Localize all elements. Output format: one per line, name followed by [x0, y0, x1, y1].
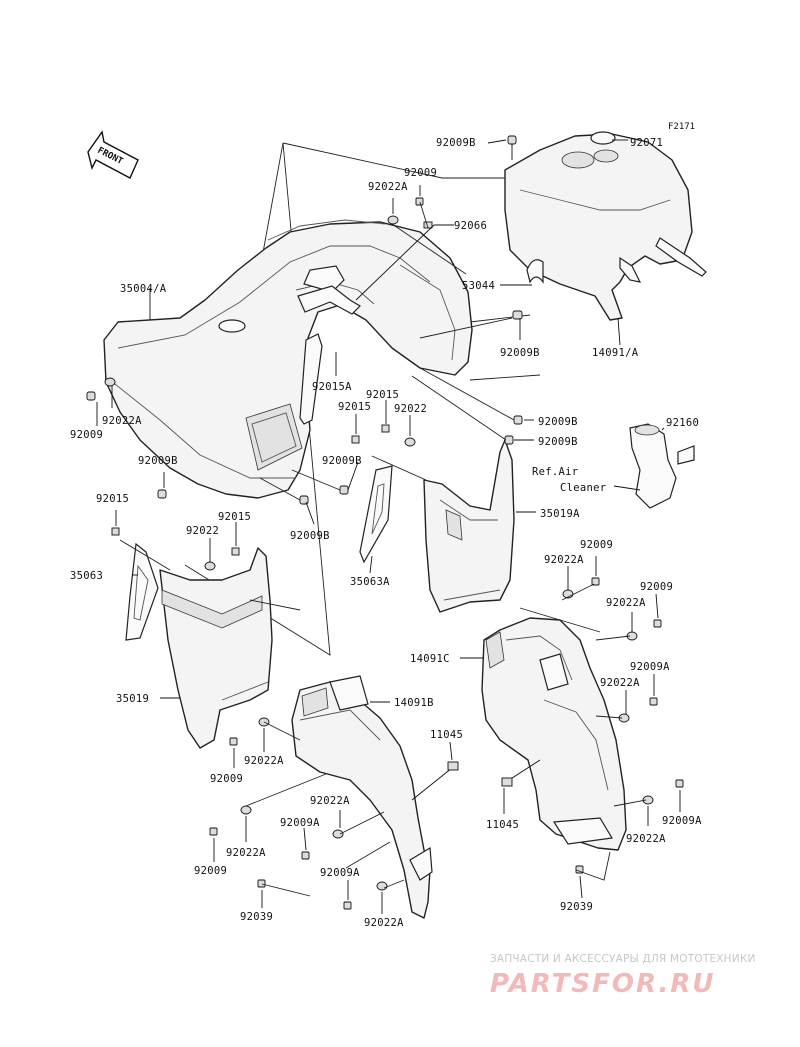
callout-92022a: 92022A [544, 554, 584, 566]
side-panel-35019 [159, 547, 273, 749]
cover-14091a [504, 131, 707, 321]
callout-14091a: 14091/A [592, 347, 639, 359]
callout-92022: 92022 [186, 525, 219, 537]
callout-92039: 92039 [240, 911, 273, 923]
callout-labels: 92009B 92071 92009 92022A 92066 35004/A … [70, 137, 702, 929]
callout-35019: 35019 [116, 693, 149, 705]
inner-fender-14091c [481, 617, 627, 851]
callout-92009: 92009 [70, 429, 103, 441]
callout-92009a: 92009A [280, 817, 320, 829]
callout-92022a: 92022A [600, 677, 640, 689]
bracket-35063a [359, 465, 393, 564]
callout-92015: 92015 [338, 401, 371, 413]
watermark-brand: PARTSFOR.RU [490, 969, 715, 999]
side-cover-35019a [423, 439, 515, 613]
callout-92009b: 92009B [500, 347, 540, 359]
leader-lines [96, 139, 681, 914]
callout-92039: 92039 [560, 901, 593, 913]
bracket-92015a [297, 285, 361, 425]
watermark-tagline: ЗАПЧАСТИ И АКСЕССУАРЫ ДЛЯ МОТОТЕХНИКИ [490, 953, 756, 965]
assembly-lines [119, 201, 647, 897]
callout-92015a: 92015A [312, 381, 352, 393]
callout-92009b: 92009B [290, 530, 330, 542]
callout-92009: 92009 [404, 167, 437, 179]
callout-35063: 35063 [70, 570, 103, 582]
rear-fender-35004a [103, 219, 473, 499]
callout-92009: 92009 [640, 581, 673, 593]
callout-35004a: 35004/A [120, 283, 167, 295]
callout-92160: 92160 [666, 417, 699, 429]
callout-92071: 92071 [630, 137, 663, 149]
callout-92015: 92015 [366, 389, 399, 401]
callout-11045: 11045 [486, 819, 519, 831]
callout-92022a: 92022A [606, 597, 646, 609]
callout-92009b: 92009B [322, 455, 362, 467]
callout-ref-air: Ref.Air [532, 466, 578, 478]
callout-92009: 92009 [194, 865, 227, 877]
callout-92022a: 92022A [244, 755, 284, 767]
air-duct-92160 [629, 423, 695, 509]
callout-92009b: 92009B [138, 455, 178, 467]
pin-11045 [411, 759, 541, 801]
callout-11045: 11045 [430, 729, 463, 741]
callout-92022a: 92022A [226, 847, 266, 859]
callout-92009b: 92009B [538, 416, 578, 428]
callout-14091b: 14091B [394, 697, 434, 709]
callout-35019a: 35019A [540, 508, 580, 520]
callout-92009b: 92009B [436, 137, 476, 149]
callout-92066: 92066 [454, 220, 487, 232]
callout-92015: 92015 [96, 493, 129, 505]
callout-92015: 92015 [218, 511, 251, 523]
watermark: ЗАПЧАСТИ И АКСЕССУАРЫ ДЛЯ МОТОТЕХНИКИ PA… [490, 953, 756, 999]
callout-ref-air-cleaner: Cleaner [560, 482, 606, 494]
callout-35063a: 35063A [350, 576, 390, 588]
callout-92022a: 92022A [310, 795, 350, 807]
callout-92022a: 92022A [626, 833, 666, 845]
mudguard-14091b [291, 675, 433, 919]
callout-53044: 53044 [462, 280, 495, 292]
callout-92009a: 92009A [630, 661, 670, 673]
bracket-35063 [125, 542, 159, 641]
front-arrow-icon: FRONT [87, 130, 139, 179]
callout-92022a: 92022A [368, 181, 408, 193]
callout-92009: 92009 [210, 773, 243, 785]
callout-92022: 92022 [394, 403, 427, 415]
callout-92009a: 92009A [320, 867, 360, 879]
callout-92009b: 92009B [538, 436, 578, 448]
callout-92022a: 92022A [102, 415, 142, 427]
figure-id: F2171 [668, 122, 695, 132]
callout-14091c: 14091C [410, 653, 450, 665]
callout-92009a: 92009A [662, 815, 702, 827]
callout-92022a: 92022A [364, 917, 404, 929]
callout-92009: 92009 [580, 539, 613, 551]
